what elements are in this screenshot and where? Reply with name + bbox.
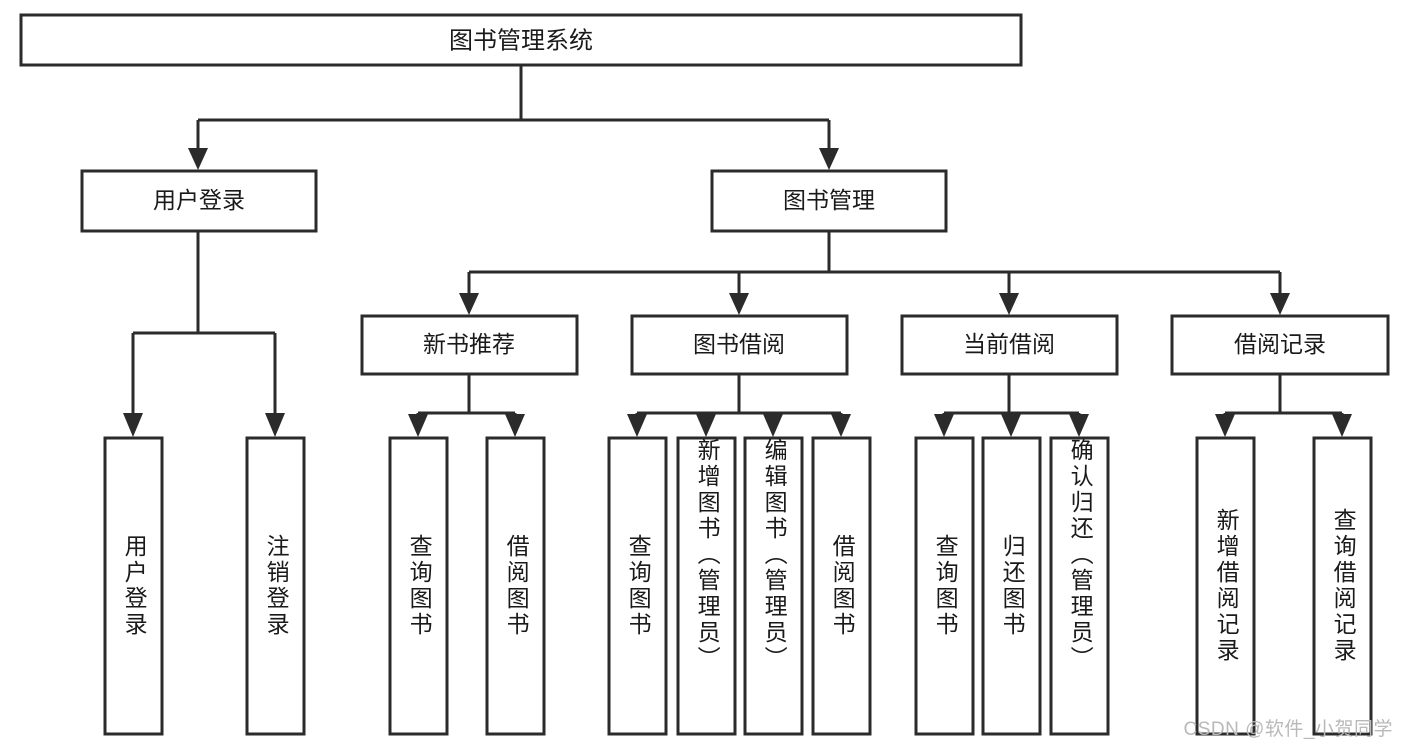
- arrow-head-leaf-current-borrow-2: [1001, 414, 1021, 437]
- node-new-book[interactable]: 新书推荐: [360, 314, 579, 376]
- leaf-box-user-login-1[interactable]: [103, 436, 164, 736]
- node-root-label: 图书管理系统: [449, 27, 593, 54]
- arrow-head-user-login: [188, 148, 208, 170]
- arrow-head-leaf-book-borrow-2: [696, 414, 716, 437]
- leaf-box-user-login-2[interactable]: [245, 436, 306, 736]
- leaf-box-current-borrow-2[interactable]: [981, 436, 1042, 736]
- node-book-manage-box[interactable]: [710, 169, 948, 233]
- arrow-head-leaf-book-borrow-4: [831, 414, 851, 437]
- node-current-borrow-box[interactable]: [900, 314, 1119, 376]
- leaf-box-current-borrow-3[interactable]: [1049, 436, 1110, 736]
- node-current-borrow[interactable]: 当前借阅: [900, 314, 1119, 376]
- node-root-box[interactable]: [19, 13, 1023, 67]
- connector-group: [123, 65, 1352, 437]
- leaf-box-book-borrow-2[interactable]: [676, 436, 737, 736]
- arrow-head-leaf-current-borrow-1: [934, 414, 954, 437]
- arrow-head-leaf-borrow-record-1: [1215, 414, 1235, 437]
- arrow-head-leaf-new-book-1: [408, 414, 428, 437]
- arrow-head-leaf-user-login-1: [123, 413, 143, 437]
- leaf-box-book-borrow-4[interactable]: [811, 436, 872, 736]
- arrow-head-book-borrow: [729, 293, 749, 315]
- arrow-head-leaf-borrow-record-2: [1332, 414, 1352, 437]
- node-user-login[interactable]: 用户登录: [80, 169, 318, 233]
- node-user-login-box[interactable]: [80, 169, 318, 233]
- leaf-box-new-book-1[interactable]: [388, 436, 449, 736]
- leaf-box-book-borrow-1[interactable]: [607, 436, 668, 736]
- node-root[interactable]: 图书管理系统: [19, 13, 1023, 67]
- arrow-head-new-book: [459, 293, 479, 315]
- node-new-book-label: 新书推荐: [423, 331, 515, 357]
- node-book-borrow[interactable]: 图书借阅: [630, 314, 849, 376]
- node-book-borrow-box[interactable]: [630, 314, 849, 376]
- node-book-manage[interactable]: 图书管理: [710, 169, 948, 233]
- arrow-head-leaf-user-login-2: [265, 413, 285, 437]
- arrow-head-leaf-current-borrow-3: [1069, 414, 1089, 437]
- arrow-head-leaf-book-borrow-3: [763, 414, 783, 437]
- arrow-head-borrow-record: [1270, 293, 1290, 315]
- node-new-book-box[interactable]: [360, 314, 579, 376]
- node-user-login-label: 用户登录: [153, 187, 245, 213]
- watermark-text: CSDN @软件_小贺同学: [1183, 719, 1393, 740]
- node-current-borrow-label: 当前借阅: [963, 331, 1055, 357]
- leaf-box-current-borrow-1[interactable]: [914, 436, 975, 736]
- node-borrow-record[interactable]: 借阅记录: [1170, 314, 1390, 376]
- leaf-box-new-book-2[interactable]: [485, 436, 546, 736]
- node-borrow-record-label: 借阅记录: [1234, 331, 1326, 357]
- arrow-head-leaf-new-book-2: [505, 414, 525, 437]
- arrow-head-current-borrow: [999, 293, 1019, 315]
- node-book-manage-label: 图书管理: [783, 187, 875, 213]
- node-borrow-record-box[interactable]: [1170, 314, 1390, 376]
- leaf-box-borrow-record-1[interactable]: [1195, 436, 1256, 736]
- arrow-head-leaf-book-borrow-1: [627, 414, 647, 437]
- node-book-borrow-label: 图书借阅: [693, 331, 785, 357]
- leaf-box-borrow-record-2[interactable]: [1312, 436, 1373, 736]
- arrow-head-book-manage: [819, 148, 839, 170]
- leaf-box-book-borrow-3[interactable]: [743, 436, 804, 736]
